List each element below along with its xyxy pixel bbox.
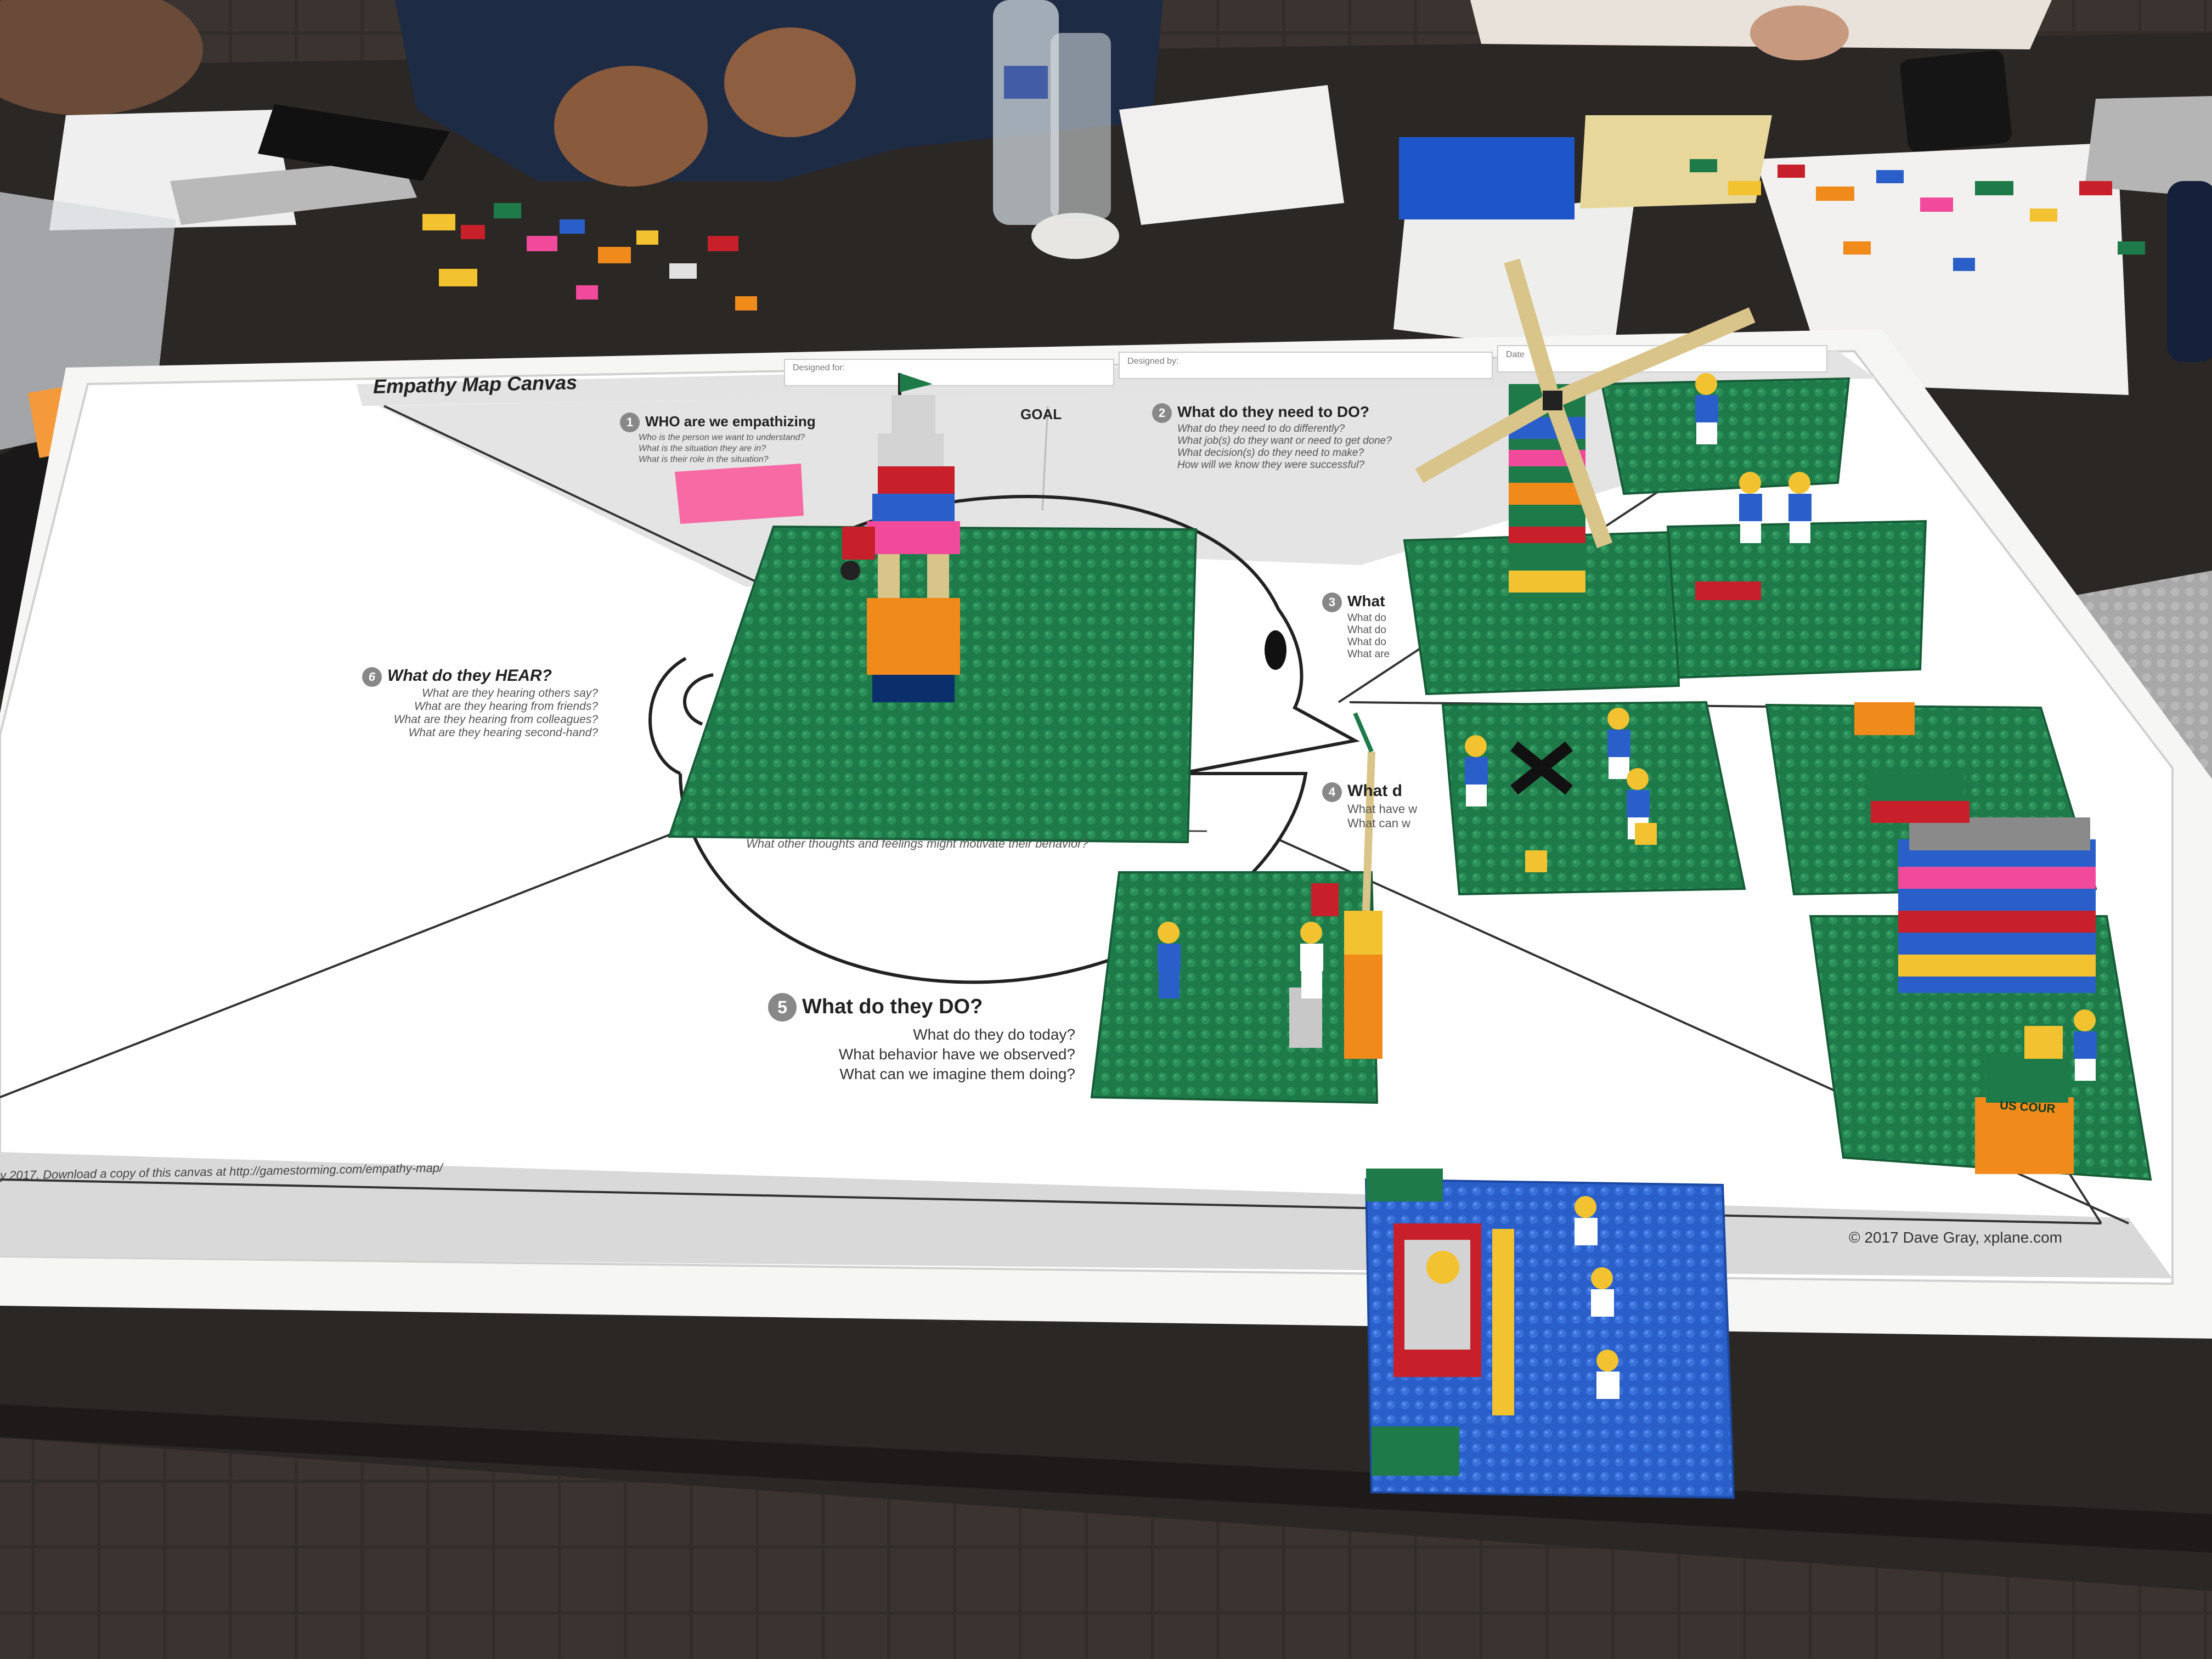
section-do-need: 2 What do they need to DO? What do they n… [1152, 403, 1392, 471]
canvas-bottom-line [0, 1178, 2102, 1224]
loose-bricks [422, 159, 2145, 311]
yellow-brick [1525, 850, 1547, 872]
phone-left [258, 104, 450, 181]
section-do-line: What can we imagine them doing? [839, 1065, 1075, 1082]
green-baseplate-say [1441, 701, 1746, 896]
glass [1051, 33, 1111, 219]
section-do-need-number: 2 [1152, 403, 1172, 423]
section-do-need-line: What decision(s) do they need to make? [1177, 447, 1364, 459]
section-say: 4 What d What have w What can w [1322, 782, 1417, 831]
section-do-title: What do they DO? [802, 995, 983, 1018]
section-do-line: What behavior have we observed? [838, 1046, 1075, 1063]
section-hear-title: What do they HEAR? [387, 667, 552, 685]
section-see: 3 What What do What do What do What are [1322, 592, 1390, 661]
gray-baseplate-corner [2085, 96, 2212, 198]
divider-bottom-left [0, 827, 686, 1098]
section-see-title: What [1347, 592, 1385, 610]
section-see-line: What do [1347, 624, 1386, 636]
designed-for-field [784, 359, 1114, 386]
table-edge [0, 1404, 2212, 1553]
coaster [1031, 213, 1119, 259]
section-hear-line: What are they hearing second-hand? [408, 726, 598, 739]
section-who-line: What is their role in the situation? [639, 455, 769, 464]
section-say-title: What d [1347, 782, 1402, 800]
section-do-need-title: What do they need to DO? [1177, 403, 1369, 420]
think-feel-line: What other thoughts and feelings might m… [746, 837, 1088, 850]
designed-by-field [1119, 352, 1493, 379]
section-do-need-line: What do they need to do differently? [1177, 423, 1345, 435]
section-who: 1 WHO are we empathizing Who is the perso… [620, 413, 816, 465]
section-say-number: 4 [1322, 782, 1342, 802]
section-see-line: What are [1347, 648, 1390, 660]
lego-pool-structure [1366, 1169, 1514, 1476]
designed-by-label: Designed by: [1127, 357, 1179, 366]
lego-windmill [1415, 258, 1756, 603]
date-label: Date [1506, 350, 1525, 359]
section-say-line: What can w [1347, 816, 1410, 830]
section-hear-number: 6 [362, 667, 382, 687]
section-do-number: 5 [768, 993, 797, 1022]
canvas-header-band [357, 351, 1876, 406]
section-hear-line: What are they hearing from friends? [414, 700, 598, 713]
phone-right [1900, 50, 2012, 153]
lego-do-structure [1289, 751, 1383, 1059]
section-say-line: What have w [1347, 802, 1418, 816]
canvas-footer-right: © 2017 Dave Gray, xplane.com [1849, 1229, 2062, 1246]
person-arms [0, 0, 2052, 187]
section-who-title: WHO are we empathizing [645, 413, 816, 430]
section-who-number: 1 [620, 413, 640, 432]
blue-baseplate-loose [1399, 137, 1575, 219]
section-do-need-line: What job(s) do they want or need to get … [1177, 435, 1392, 447]
lego-podium [1975, 1026, 2074, 1174]
pink-sticky-note [675, 464, 804, 524]
head-outline [648, 495, 1360, 984]
lego-tower-center [840, 373, 960, 702]
head-eye [1265, 630, 1286, 670]
canvas-title: Empathy Map Canvas [373, 371, 578, 398]
section-hear: 6 What do they HEAR? What are they hearin… [362, 667, 598, 740]
red-brick [1695, 582, 1761, 600]
goal-label: GOAL [1020, 406, 1062, 422]
divider-top-left [383, 405, 780, 594]
section-do-need-line: How will we know they were successful? [1177, 459, 1365, 471]
green-baseplate-top [1600, 377, 1850, 495]
water-bottle [993, 0, 1059, 225]
lego-castle [1854, 702, 2096, 993]
tan-baseplate-loose [1580, 115, 1772, 208]
green-baseplate-right1 [1666, 520, 1927, 679]
gray-baseplate-small [170, 159, 417, 225]
paper-sheet [1119, 85, 1344, 225]
lego-minifigures [1158, 373, 2097, 1399]
mug [2167, 181, 2212, 362]
section-see-line: What do [1347, 636, 1386, 648]
section-who-line: What is the situation they are in? [639, 444, 766, 453]
section-see-number: 3 [1322, 592, 1342, 612]
designed-for-label: Designed for: [793, 363, 845, 373]
section-do-line: What do they do today? [913, 1026, 1075, 1043]
section-hear-line: What are they hearing others say? [421, 687, 598, 699]
goal-area [379, 379, 1849, 587]
section-hear-line: What are they hearing from colleagues? [393, 713, 598, 726]
section-see-line: What do [1347, 612, 1386, 624]
black-propeller [1510, 741, 1573, 795]
section-who-line: Who is the person we want to understand? [639, 433, 805, 442]
